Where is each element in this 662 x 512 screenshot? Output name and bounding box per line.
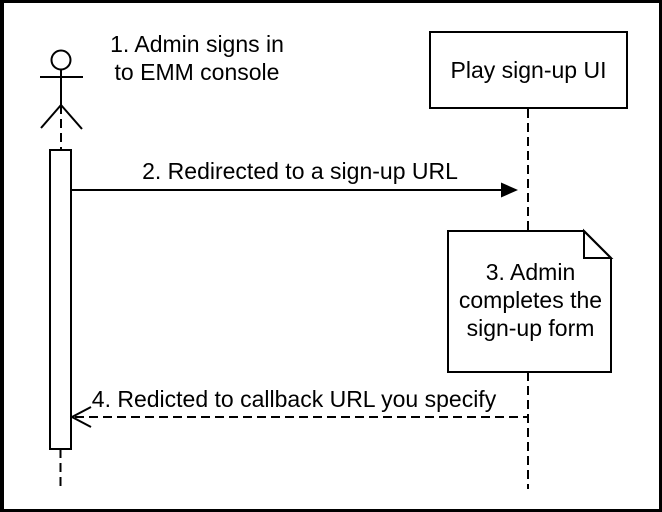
label-step4-callback: 4. Redicted to callback URL you specify — [91, 386, 497, 412]
label-step3-note-text: 3. Admin completes the sign-up form — [458, 259, 603, 341]
message-arrow-redirect — [71, 182, 518, 198]
label-step2-redirected: 2. Redirected to a sign-up URL — [142, 158, 458, 184]
activation-bar — [49, 149, 72, 450]
actor-icon — [40, 49, 83, 150]
note-outline — [447, 230, 612, 373]
play-signup-ui-box: Play sign-up UI — [429, 31, 628, 109]
diagram-shapes — [40, 49, 614, 490]
label-step1-admin-signs-in: 1. Admin signs in to EMM console — [110, 31, 284, 85]
return-arrow-callback — [69, 406, 528, 428]
play-signup-ui-label: Play sign-up UI — [450, 57, 607, 83]
solid-arrowhead-icon — [501, 182, 518, 198]
note-shape — [447, 228, 614, 373]
actor-head — [50, 49, 72, 71]
open-arrowhead-icon — [69, 406, 92, 428]
note-fold-icon — [583, 228, 614, 259]
